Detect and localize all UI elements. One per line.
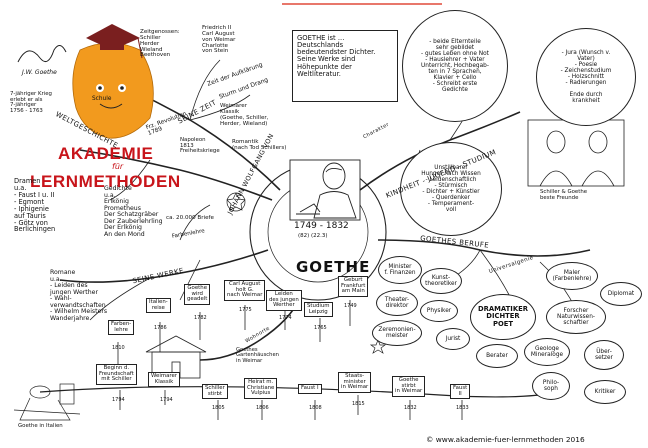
timeline-sign: Faust II [450, 384, 471, 400]
character-cloud: Unstillbarer Hunger nach Wissen - Leiden… [400, 142, 502, 236]
zeit-zeitgenossen: Zeitgenossen: Schiller Herder Wieland Be… [140, 29, 180, 59]
beruf-berater: Berater [476, 344, 518, 368]
beruf-zeremonien: Zeremonien- meister [372, 320, 422, 346]
timeline-sign: Staats- minister in Weimar [338, 372, 372, 394]
beruf-geologe: Geologe Mineraloge [524, 338, 570, 366]
timeline-sign: Faust I [298, 384, 322, 394]
childhood-cloud: - beide Elternteile sehr gebildet - gute… [402, 10, 508, 122]
center-name: GOETHE [296, 258, 371, 276]
werke-gedichte: Gedichte u.a. Erlkönig Prometheus Der Sc… [104, 185, 163, 238]
beruf-diplomat: Diplomat [600, 282, 642, 306]
beruf-kritiker: Kritiker [584, 380, 626, 404]
goethe-portrait [289, 159, 361, 221]
study-cloud: - Jura (Wunsch v. Vater) - Poesie - Zeic… [536, 28, 636, 126]
timeline-sign: Goethe stirbt in Weimar [392, 376, 426, 398]
beruf-maler: Maler (Farbenlehre) [546, 262, 598, 290]
timeline-year: 1810 [112, 345, 125, 351]
beruf-philosoph: Philo- soph [532, 372, 570, 400]
intro-text: GOETHE ist ... Deutschlands bedeutendste… [297, 34, 376, 78]
mascot-logo [72, 24, 154, 139]
timeline-year: 1808 [309, 405, 322, 411]
timeline-posts [117, 300, 463, 420]
timeline-year: 1832 [404, 405, 417, 411]
zeit-romantik: Romantik (nach Tod Schillers) [232, 139, 287, 151]
signature-text: J.W. Goethe [22, 69, 57, 76]
timeline-year: 1805 [212, 405, 225, 411]
timeline-sign: Carl August holt G. nach Weimar [224, 280, 266, 302]
beruf-uebersetzer: Über- setzer [584, 340, 624, 370]
timeline-year: 1749 [344, 303, 357, 309]
timeline-sign: Weimarer Klassik [148, 372, 181, 388]
center-ages: (82) (22.3) [298, 233, 328, 239]
timeline-sign: Farben- lehre [108, 320, 135, 336]
timeline-sign: Studium Leipzig [304, 302, 333, 318]
friends-portrait [527, 119, 625, 187]
star-icon [369, 339, 387, 354]
brand-connector: für [112, 162, 124, 171]
timeline-sign: Heirat m. Christiane Vulpius [244, 378, 278, 400]
timeline-sign: Geburt Frankfurt am Main [338, 276, 369, 298]
beruf-kunst: Kunst- theoretiker [420, 268, 462, 294]
medal-icon [226, 192, 246, 212]
timeline-sign: Schiller stirbt [202, 384, 228, 400]
timeline-year: 1782 [194, 315, 207, 321]
timeline-year: 1794 [112, 397, 125, 403]
timeline-sign: Italien- reise [146, 298, 171, 314]
footer-copyright: © www.akademie-fuer-lernmethoden 2016 [426, 435, 585, 444]
italy-sketch [13, 383, 81, 421]
timeline-year: 1815 [352, 401, 365, 407]
intro-box: GOETHE ist ... Deutschlands bedeutendste… [292, 30, 398, 102]
beruf-jurist: Jurist [436, 328, 470, 350]
timeline-year: 1774 [279, 315, 292, 321]
zeit-napoleon: Napoleon 1813 Freiheitskriege [180, 137, 220, 155]
beruf-physiker: Physiker [420, 300, 458, 322]
center-dates: 1749 - 1832 [294, 221, 349, 231]
timeline-sign: Leiden des jungen Werther [266, 290, 302, 312]
timeline-year: 1833 [456, 405, 469, 411]
timeline-note: Goethes Gartenhäuschen in Weimar [236, 347, 279, 364]
brand-line2: LERNMETHODEN [30, 172, 181, 191]
zeit-klassik: Weimarer Klassik (Goethe, Schiller, Herd… [220, 103, 269, 127]
zeit-krieg: 7-jähriger Krieg erlebt er als 7-jährige… [10, 91, 52, 115]
timeline-year: 1775 [239, 307, 252, 313]
zeit-schule: Schule [92, 96, 112, 102]
beruf-forscher: Forscher Naturwissen- schaftler [546, 300, 606, 334]
werke-dramen: Dramen u.a. - Faust I u. II - Egmont - I… [14, 177, 56, 234]
timeline-sign: Goethe wird geadelt [184, 284, 211, 306]
timeline-year: 1794 [160, 397, 173, 403]
werke-briefe: ca. 20.000 Briefe [166, 215, 214, 221]
timeline-year: 1765 [314, 325, 327, 331]
brand-line1: AKADEMIE [58, 144, 154, 163]
beruf-minister: Minister f. Finanzen [378, 256, 422, 284]
timeline-year: 1786 [154, 325, 167, 331]
werke-romane: Romane u.a. - Leiden des jungen Werther … [50, 269, 108, 322]
friends-caption: Schiller & Goethe beste Freunde [540, 189, 588, 201]
timeline-year: 1806 [256, 405, 269, 411]
italy-caption: Goethe in Italien [18, 423, 63, 429]
signature-flourish [17, 45, 67, 63]
beruf-dramatiker: DRAMATIKER DICHTER POET [470, 294, 536, 340]
beruf-theater: Theater- direktor [376, 290, 418, 316]
timeline-sign: Beginn d. Freundschaft mit Schiller [96, 364, 137, 386]
zeit-fuersten: Friedrich II Carl August von Weimar Char… [202, 25, 236, 55]
